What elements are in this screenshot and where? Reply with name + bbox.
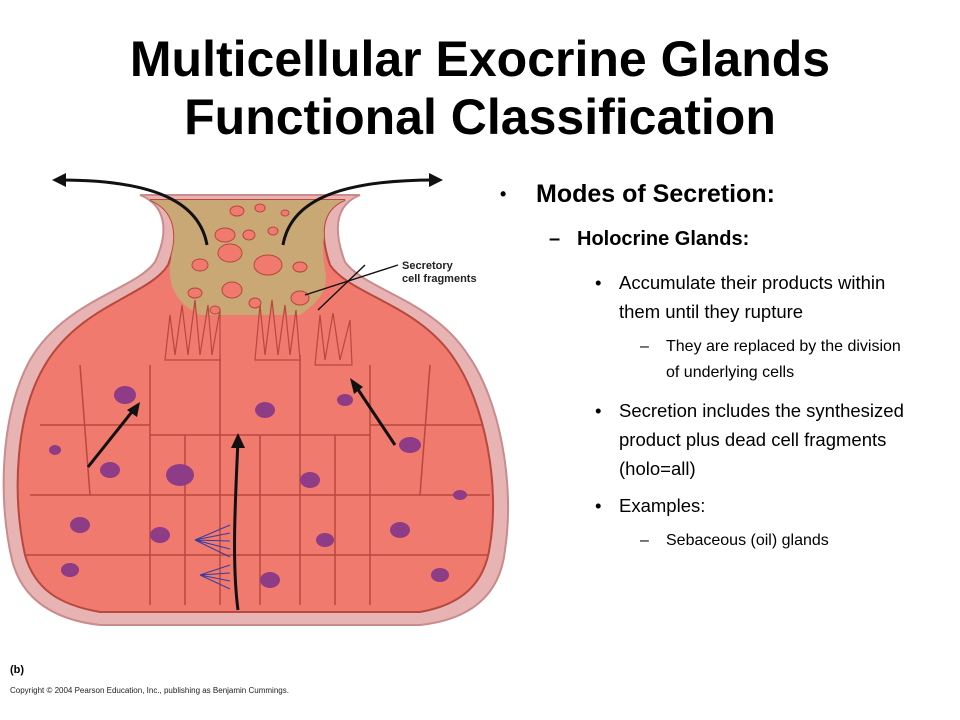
gland-diagram [2, 173, 510, 626]
bullet-marker: • [595, 400, 602, 421]
bullet-text: Accumulate their products within them un… [619, 272, 886, 322]
arrowheads [52, 173, 443, 448]
apical-projections [164, 299, 353, 366]
holocrine-gland-illustration [0, 165, 520, 665]
bullet-text: Holocrine Glands: [577, 228, 750, 250]
bullet-marker: • [595, 272, 602, 293]
secretion-arrows [59, 178, 436, 611]
slide-title: Multicellular Exocrine Glands Functional… [0, 30, 960, 146]
bullet-level-3: • Examples: [500, 491, 909, 520]
bullet-level-4: – They are replaced by the division of u… [500, 334, 906, 386]
bullet-marker: – [640, 338, 649, 355]
mitotic-spindle [194, 524, 231, 590]
bullet-text: Secretion includes the synthesized produ… [619, 400, 904, 479]
title-line-2: Functional Classification [184, 89, 776, 145]
bullet-level-4: – Sebaceous (oil) glands [500, 528, 906, 554]
bullet-level-2: – Holocrine Glands: [500, 226, 920, 252]
bullet-text: Sebaceous (oil) glands [666, 532, 829, 549]
cell-nuclei [49, 386, 467, 588]
callout-lines [304, 264, 399, 311]
secretory-fragments-label: Secretory cell fragments [402, 260, 477, 285]
bullet-marker: • [595, 495, 602, 516]
bullet-level-3: • Accumulate their products within them … [500, 268, 909, 326]
bullet-text: Examples: [619, 495, 706, 516]
bullet-text: Modes of Secretion: [536, 180, 775, 208]
title-line-1: Multicellular Exocrine Glands [129, 31, 831, 87]
gland-lumen [150, 200, 345, 315]
panel-label: (b) [10, 664, 25, 676]
gland-body [16, 199, 495, 613]
bullet-marker: • [500, 184, 507, 204]
bullet-marker: – [549, 228, 561, 250]
bullet-level-1: • Modes of Secretion: [500, 178, 920, 210]
bullet-text: They are replaced by the division of und… [666, 338, 901, 381]
secretory-cell-fragments [187, 203, 310, 315]
bullet-marker: – [640, 532, 649, 549]
cell-boundaries [25, 355, 494, 605]
bullet-list: • Modes of Secretion: – Holocrine Glands… [500, 178, 920, 564]
bullet-level-3: • Secretion includes the synthesized pro… [500, 396, 909, 483]
copyright-notice: Copyright © 2004 Pearson Education, Inc.… [10, 686, 289, 695]
